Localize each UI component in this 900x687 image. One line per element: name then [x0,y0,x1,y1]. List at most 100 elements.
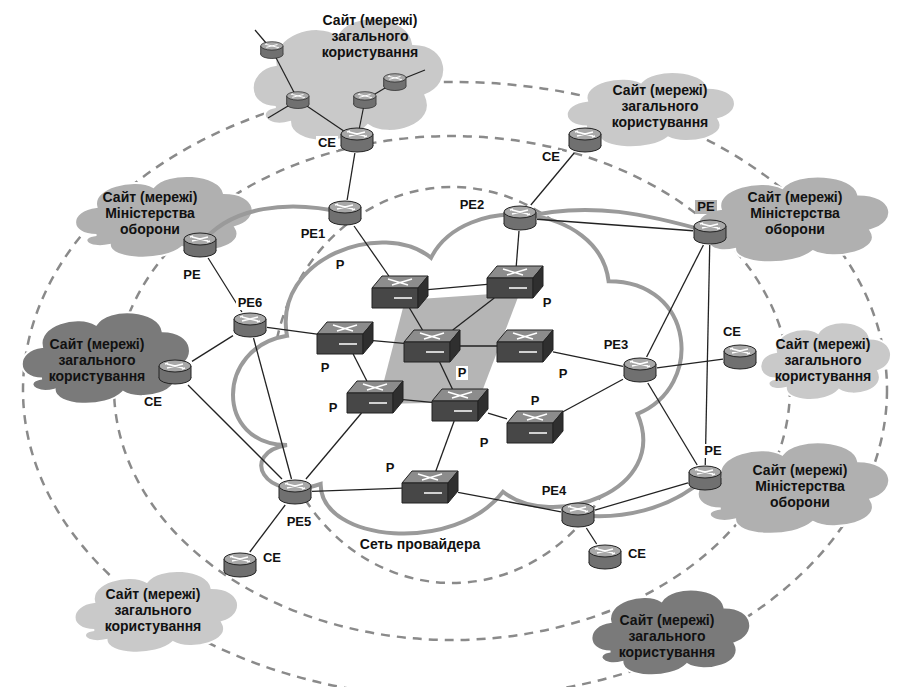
router-icon [623,357,657,383]
label-holder: P [368,458,412,476]
router-icon [158,359,192,385]
switch-side [363,322,373,354]
router-node: PE [688,465,722,491]
site-internal-network [255,30,425,140]
switch-side [448,471,458,503]
switch-label: P [557,367,570,381]
label-holder: P [513,391,557,409]
router-arrows [230,556,250,562]
label-holder: P [462,433,506,451]
router-node: CE [723,344,757,370]
provider-cloud: Сеть провайдераPE1PE2PPPE6PPPPE3PPPPPE5P… [215,172,695,562]
switch-arrows [503,269,527,288]
router-label: CE [540,150,562,164]
switch-arrows [420,333,444,352]
router-top [689,466,721,478]
switch-icon [404,330,460,362]
router-arrows [695,469,715,475]
router-label: CE [626,547,648,561]
switch-side [393,381,403,413]
text-holder: Сайт (мережі) загального користування [598,82,723,130]
router-arrows [240,316,260,322]
router-label: PE [695,200,716,214]
router-arrows [291,94,305,98]
router-top [287,92,309,100]
router-icon [340,127,374,153]
switch-arrows [388,279,412,298]
switch-icon [347,381,403,413]
router-icon [503,205,537,231]
label-holder: CE [131,392,175,410]
switch-label: P [334,258,347,272]
vpn-outline [200,207,710,517]
switch-icon [317,322,373,354]
router-icon [384,74,406,91]
router-arrows [388,76,402,80]
label-holder: P [318,255,362,273]
site-router [287,92,309,109]
router-icon [328,200,362,226]
router-node: PE6 [233,312,267,338]
router-label: PE2 [458,198,487,212]
site-cloud: Сайт (мережі) загального користування [15,300,195,412]
site-label: Сайт (мережі) загального користування [35,336,160,384]
label-holder: P [440,363,484,381]
provider-outline [233,215,682,534]
switch-label: P [478,436,491,450]
text-holder: Сайт (мережі) Міністерства оборони [735,189,855,237]
router-icon [233,312,267,338]
router-icon [183,232,217,258]
switch-node: P [402,471,458,503]
switch-node: P [487,266,543,298]
switch-arrows [513,333,537,352]
router-top [234,313,266,325]
site-label: Сайт (мережі) загального користування [91,586,216,634]
switch-node: P [507,411,563,443]
router-arrows [165,363,185,369]
router-label: PE [702,444,723,458]
router-icon [693,219,727,245]
label-holder: PE [170,265,214,283]
switch-label: P [319,361,332,375]
label-holder: PE6 [228,293,272,311]
router-label: PE3 [602,338,631,352]
switch-node: P [317,322,373,354]
label-holder: CE [305,133,349,151]
switch-arrows [363,384,387,403]
site-label: Сайт (мережі) загального користування [764,336,882,384]
label-holder: PE5 [277,512,321,530]
router-top [589,545,621,557]
label-holder: P [311,398,355,416]
switch-arrows [418,474,442,493]
router-arrows [347,131,367,137]
switch-side [553,411,563,443]
site-cloud: Сайт (мережі) загального користування [68,560,243,660]
label-holder: PE [691,441,735,459]
switch-icon [507,411,563,443]
switch-node: P [347,381,403,413]
label-holder: P [541,364,585,382]
router-label: CE [721,325,743,339]
switch-side [543,330,553,362]
switch-label: P [327,401,340,415]
router-node: CE [568,127,602,153]
link-line [192,336,233,362]
router-arrows [730,348,750,354]
label-holder: CE [710,322,754,340]
link-line [705,245,709,465]
router-icon [261,42,283,59]
router-icon [278,479,312,505]
label-holder: PE4 [532,481,576,499]
text-holder: Сайт (мережі) загального користування [764,336,882,384]
router-icon [354,92,376,109]
site-label: Сайт (мережі) Міністерства оборони [740,462,860,510]
router-top [694,220,726,232]
switch-side [533,266,543,298]
router-node: CE [158,359,192,385]
switch-label: P [529,394,542,408]
router-node: PE [183,232,217,258]
switch-node: P [497,330,553,362]
router-label: CE [261,551,283,565]
network-label: Сеть провайдера [345,536,495,552]
text-holder: Сеть провайдера [345,536,495,552]
